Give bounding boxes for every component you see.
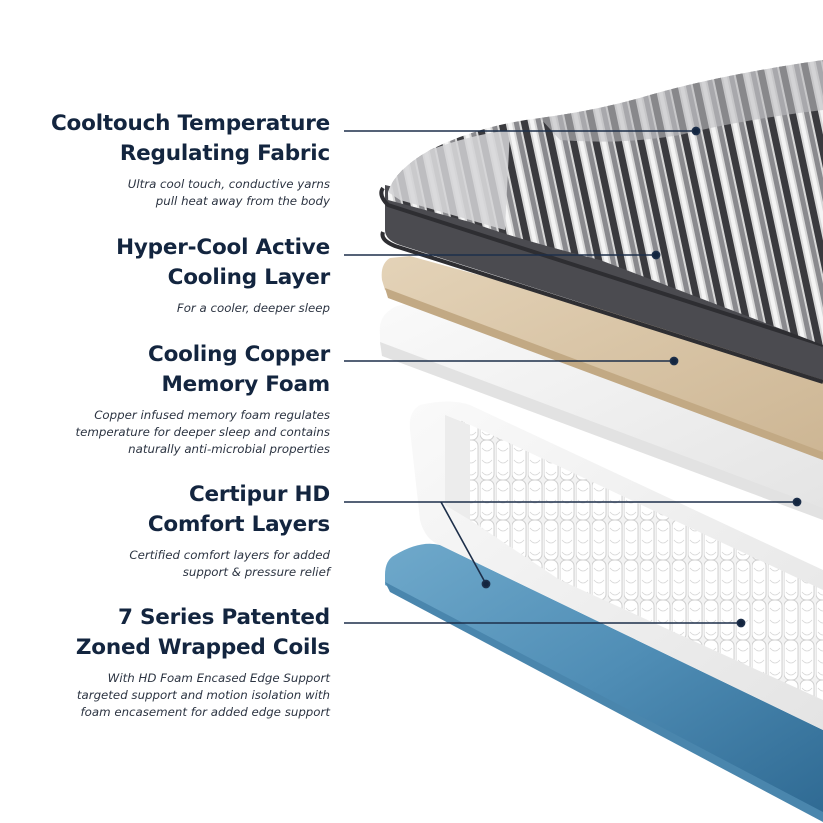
feature-title: Regulating Fabric — [119, 141, 330, 166]
feature-title: 7 Series Patented — [117, 605, 330, 630]
comfort-foam-layer — [379, 304, 823, 520]
feature-description: Copper infused memory foam regulates tem… — [75, 408, 330, 456]
feature-title: Certipur HD — [188, 482, 330, 507]
coil-layer — [409, 401, 823, 730]
feature-description: With HD Foam Encased Edge Support target… — [76, 671, 330, 719]
feature-title: Comfort Layers — [147, 512, 330, 537]
feature-title: Hyper-Cool Active — [116, 235, 330, 260]
feature-title: Cooltouch Temperature — [50, 111, 330, 136]
feature-title: Cooling Layer — [167, 265, 331, 290]
copper-foam-layer — [381, 256, 823, 460]
feature-title: Zoned Wrapped Coils — [75, 635, 330, 660]
feature-zoned-wrapped-coils: 7 Series Patented Zoned Wrapped Coils Wi… — [76, 603, 330, 721]
feature-copper-memory-foam: Cooling Copper Memory Foam Copper infuse… — [75, 340, 330, 458]
feature-description: Ultra cool touch, conductive yarns pull … — [127, 177, 330, 208]
feature-certipur-comfort-layers: Certipur HD Comfort Layers Certified com… — [129, 480, 330, 581]
feature-description: For a cooler, deeper sleep — [176, 301, 330, 315]
feature-title: Cooling Copper — [148, 342, 330, 367]
feature-hyper-cool-layer: Hyper-Cool Active Cooling Layer For a co… — [116, 233, 330, 317]
base-foam-layer — [385, 543, 823, 822]
leader-lines — [344, 126, 802, 628]
feature-description: Certified comfort layers for added suppo… — [129, 548, 330, 579]
feature-cooltouch-fabric: Cooltouch Temperature Regulating Fabric … — [51, 109, 330, 210]
feature-title: Memory Foam — [161, 372, 330, 397]
